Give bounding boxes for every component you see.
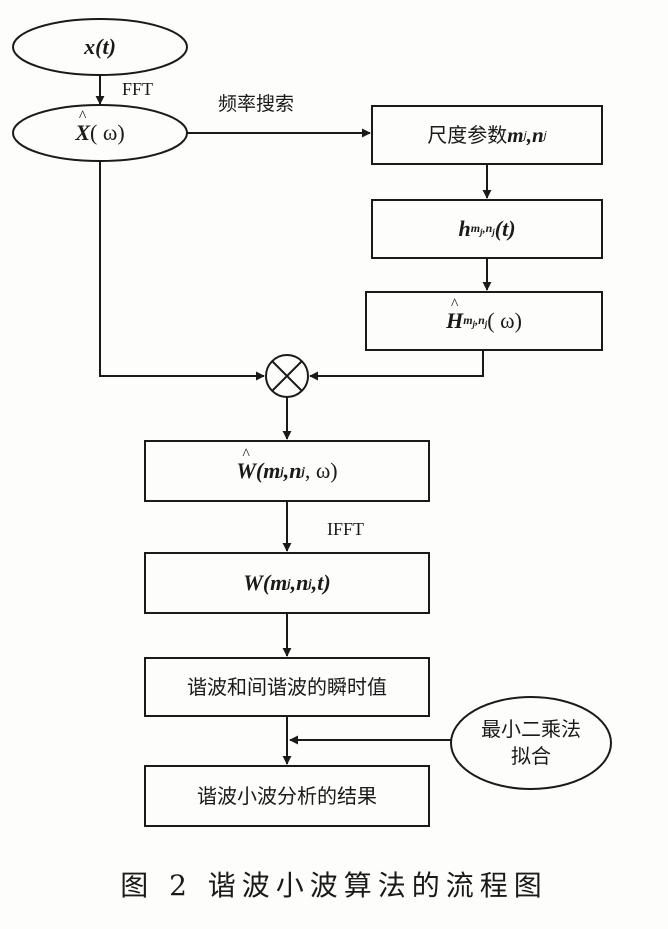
label-lsq-fit: 最小二乘法 拟合 — [451, 711, 611, 775]
label-lsq-fit-line2: 拟合 — [511, 744, 551, 768]
edge-label-ifft: IFFT — [327, 519, 365, 539]
ellipse-lsq-fit — [450, 696, 612, 790]
label-wavelet-freq: Hmj,nj( ω) — [366, 307, 602, 335]
label-result: 谐波小波分析的结果 — [197, 784, 377, 808]
edge-wavelet-freq-to-multiplier — [309, 350, 484, 381]
box-result — [144, 765, 430, 827]
label-wavelet-coeff-freq: W(mj,nj, ω) — [145, 457, 429, 485]
edge-label-freq-search: 频率搜索 — [218, 92, 295, 115]
label-lsq-fit-line1: 最小二乘法 — [481, 717, 581, 741]
label-instant-values: 谐波和间谐波的瞬时值 — [187, 675, 387, 699]
edge-label-fft: FFT — [122, 79, 154, 99]
label-spectrum: X( ω) — [13, 119, 187, 147]
label-input-signal: x(t) — [84, 34, 116, 59]
figure-caption: 图 2 谐波小波算法的流程图 — [120, 869, 548, 902]
multiplier-cross-2 — [271, 360, 303, 392]
edge-spectrum-to-multiplier — [99, 161, 265, 381]
